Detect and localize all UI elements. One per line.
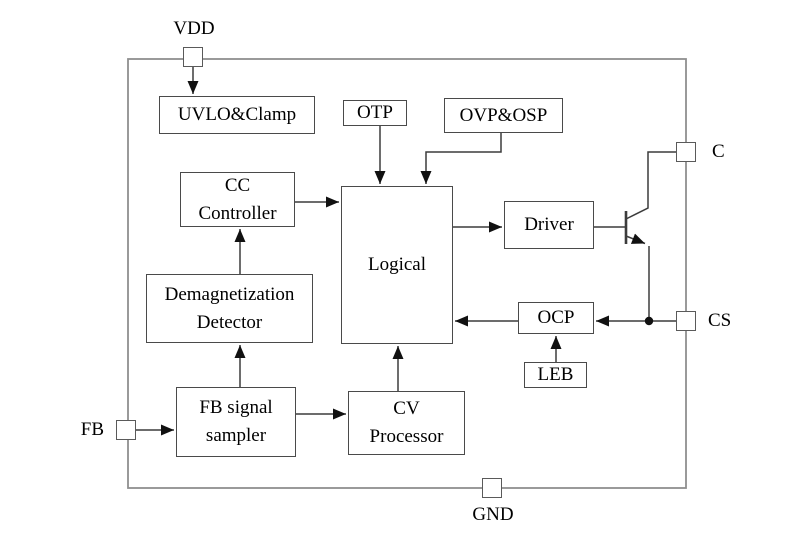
pin-label-c: C xyxy=(712,141,725,162)
block-cc-controller-label: CC Controller xyxy=(198,174,277,224)
block-otp: OTP xyxy=(343,100,407,126)
block-cv-processor-label: CV Processor xyxy=(369,398,444,447)
pin-label-gnd: GND xyxy=(472,504,514,525)
pin-cs xyxy=(676,311,696,331)
block-uvlo-clamp: UVLO&Clamp xyxy=(159,96,315,134)
block-driver-label: Driver xyxy=(524,214,574,236)
block-leb-label: LEB xyxy=(537,364,574,386)
transistor-emitter-arrow xyxy=(625,233,646,245)
pin-label-cs: CS xyxy=(708,310,732,331)
wire-ovp-to-logical xyxy=(420,133,502,184)
pin-fb xyxy=(116,420,136,440)
pin-label-vdd: VDD xyxy=(173,18,215,39)
pin-gnd xyxy=(482,478,502,498)
block-fb-signal-sampler-label: FB signal sampler xyxy=(199,397,273,446)
pin-c xyxy=(676,142,696,162)
block-ovp-osp: OVP&OSP xyxy=(444,98,563,133)
block-cv-processor: CV Processor xyxy=(348,391,465,455)
pin-label-fb: FB xyxy=(80,419,104,440)
block-driver: Driver xyxy=(504,201,594,249)
block-ocp: OCP xyxy=(518,302,594,334)
chip-outline xyxy=(127,58,687,489)
block-logical-label: Logical xyxy=(367,254,427,276)
block-demagnetization-detector: Demagnetization Detector xyxy=(146,274,313,343)
block-cc-controller: CC Controller xyxy=(180,172,295,227)
block-otp-label: OTP xyxy=(357,102,393,124)
block-uvlo-clamp-label: UVLO&Clamp xyxy=(177,104,297,126)
block-demagnetization-detector-label: Demagnetization Detector xyxy=(164,283,295,333)
block-fb-signal-sampler: FB signal sampler xyxy=(176,387,296,457)
pin-vdd xyxy=(183,47,203,67)
block-ovp-osp-label: OVP&OSP xyxy=(459,104,548,126)
junction-dot xyxy=(644,316,654,326)
transistor-collector-wire xyxy=(625,151,676,220)
block-ocp-label: OCP xyxy=(537,307,575,329)
block-logical: Logical xyxy=(341,186,453,344)
npn-transistor xyxy=(624,151,676,321)
block-leb: LEB xyxy=(524,362,587,388)
